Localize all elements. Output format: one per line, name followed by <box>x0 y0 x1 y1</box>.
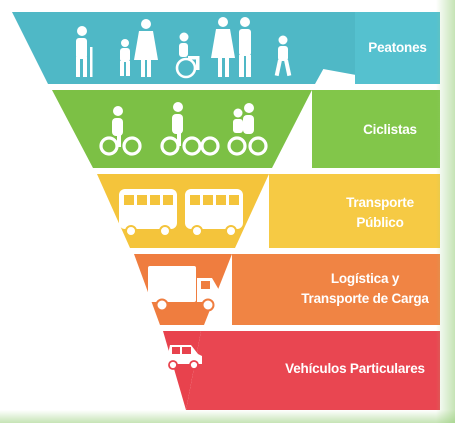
truck-icon <box>148 266 219 312</box>
label-logistica: Logística y Transporte de Carga <box>290 269 440 309</box>
label-peatones: Peatones <box>368 40 427 55</box>
label-transporte-publico: Transporte Público <box>320 193 440 233</box>
band-ciclistas-right <box>312 90 440 168</box>
label-transporte-publico-line2: Público <box>356 215 404 230</box>
label-logistica-line2: Transporte de Carga <box>301 291 429 306</box>
band-publico-right <box>269 174 440 248</box>
band-particulares-right <box>201 331 440 410</box>
label-vehiculos-particulares: Vehículos Particulares <box>285 361 425 376</box>
label-logistica-line1: Logística y <box>330 271 400 286</box>
label-transporte-publico-line1: Transporte <box>346 195 414 210</box>
label-ciclistas: Ciclistas <box>363 122 417 137</box>
band-peatones-right <box>355 12 440 84</box>
cyclists-icon <box>99 102 268 156</box>
bus-icon <box>119 189 243 237</box>
frame-glow-bottom <box>0 410 455 423</box>
frame-glow-right <box>436 0 455 423</box>
car-icon <box>165 345 202 370</box>
band-logistica-right <box>232 254 440 325</box>
pedestrians-icon <box>76 17 292 79</box>
